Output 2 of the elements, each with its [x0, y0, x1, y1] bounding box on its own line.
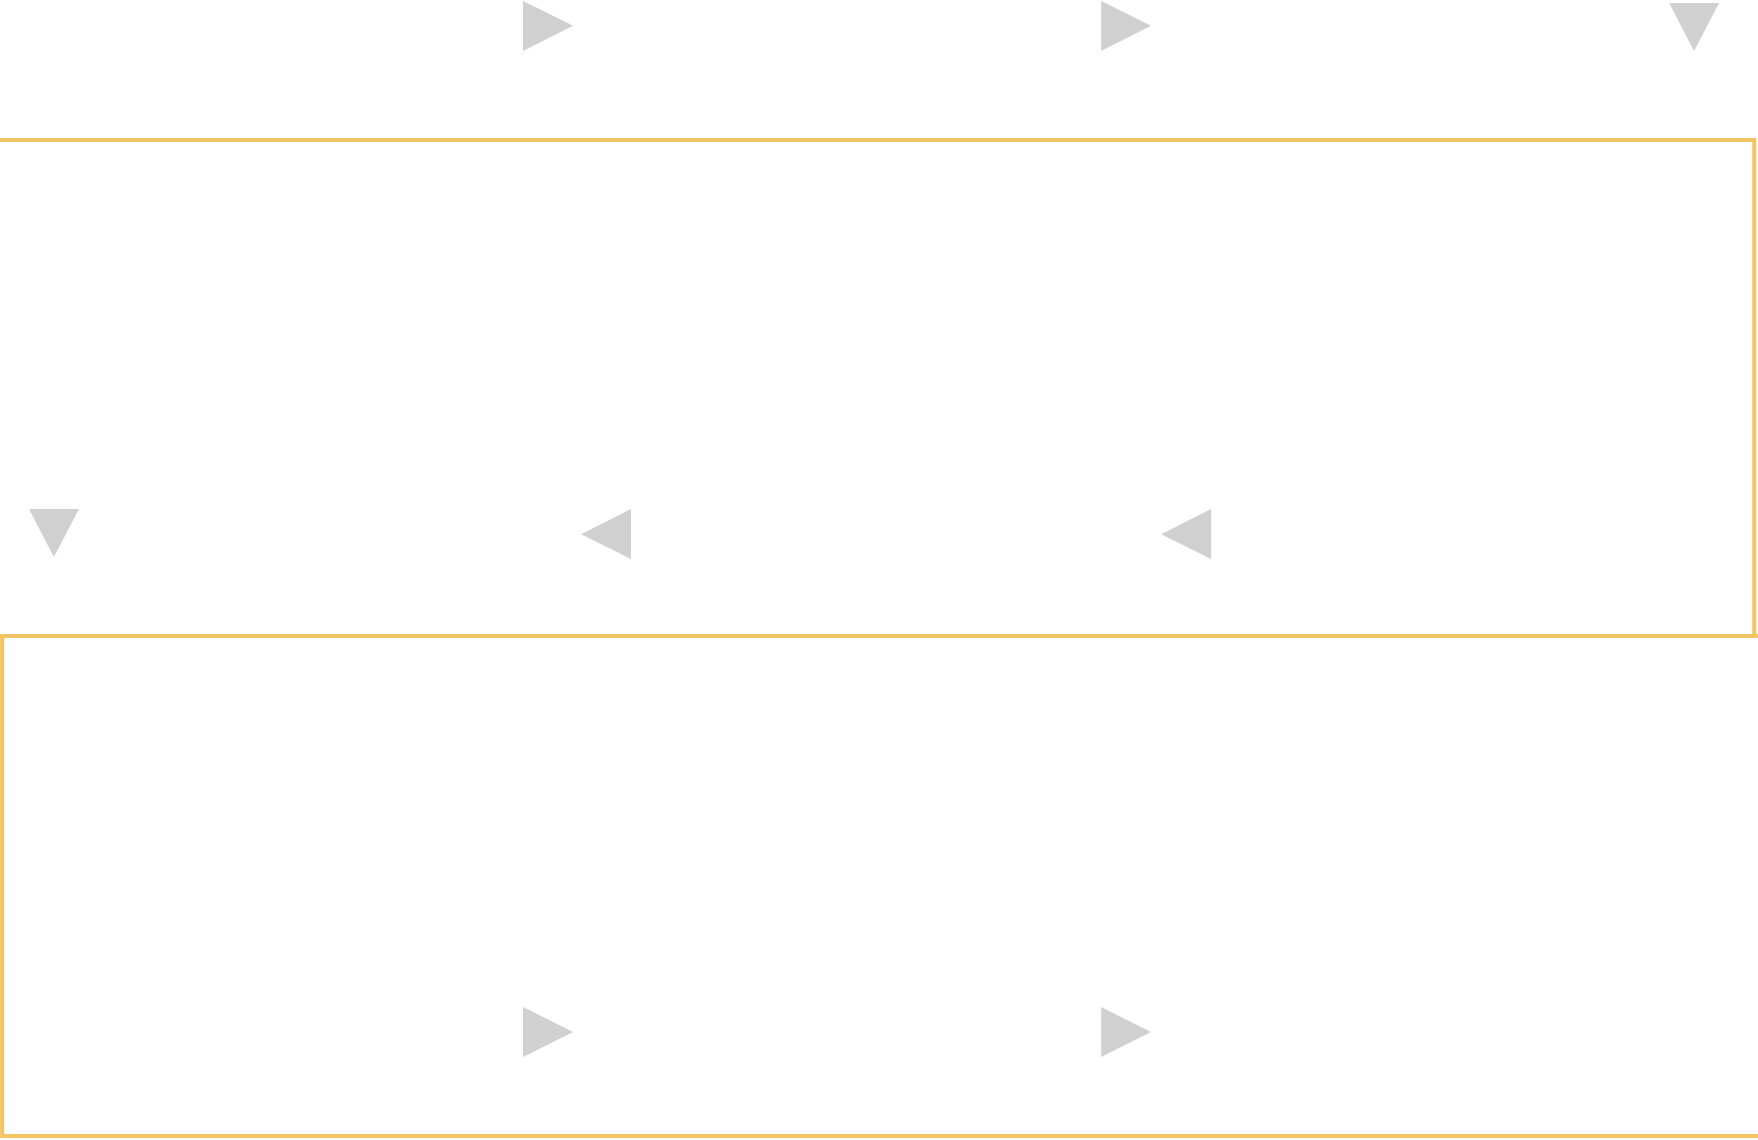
band-frame	[0, 634, 1758, 1139]
band-frame	[0, 137, 1757, 638]
